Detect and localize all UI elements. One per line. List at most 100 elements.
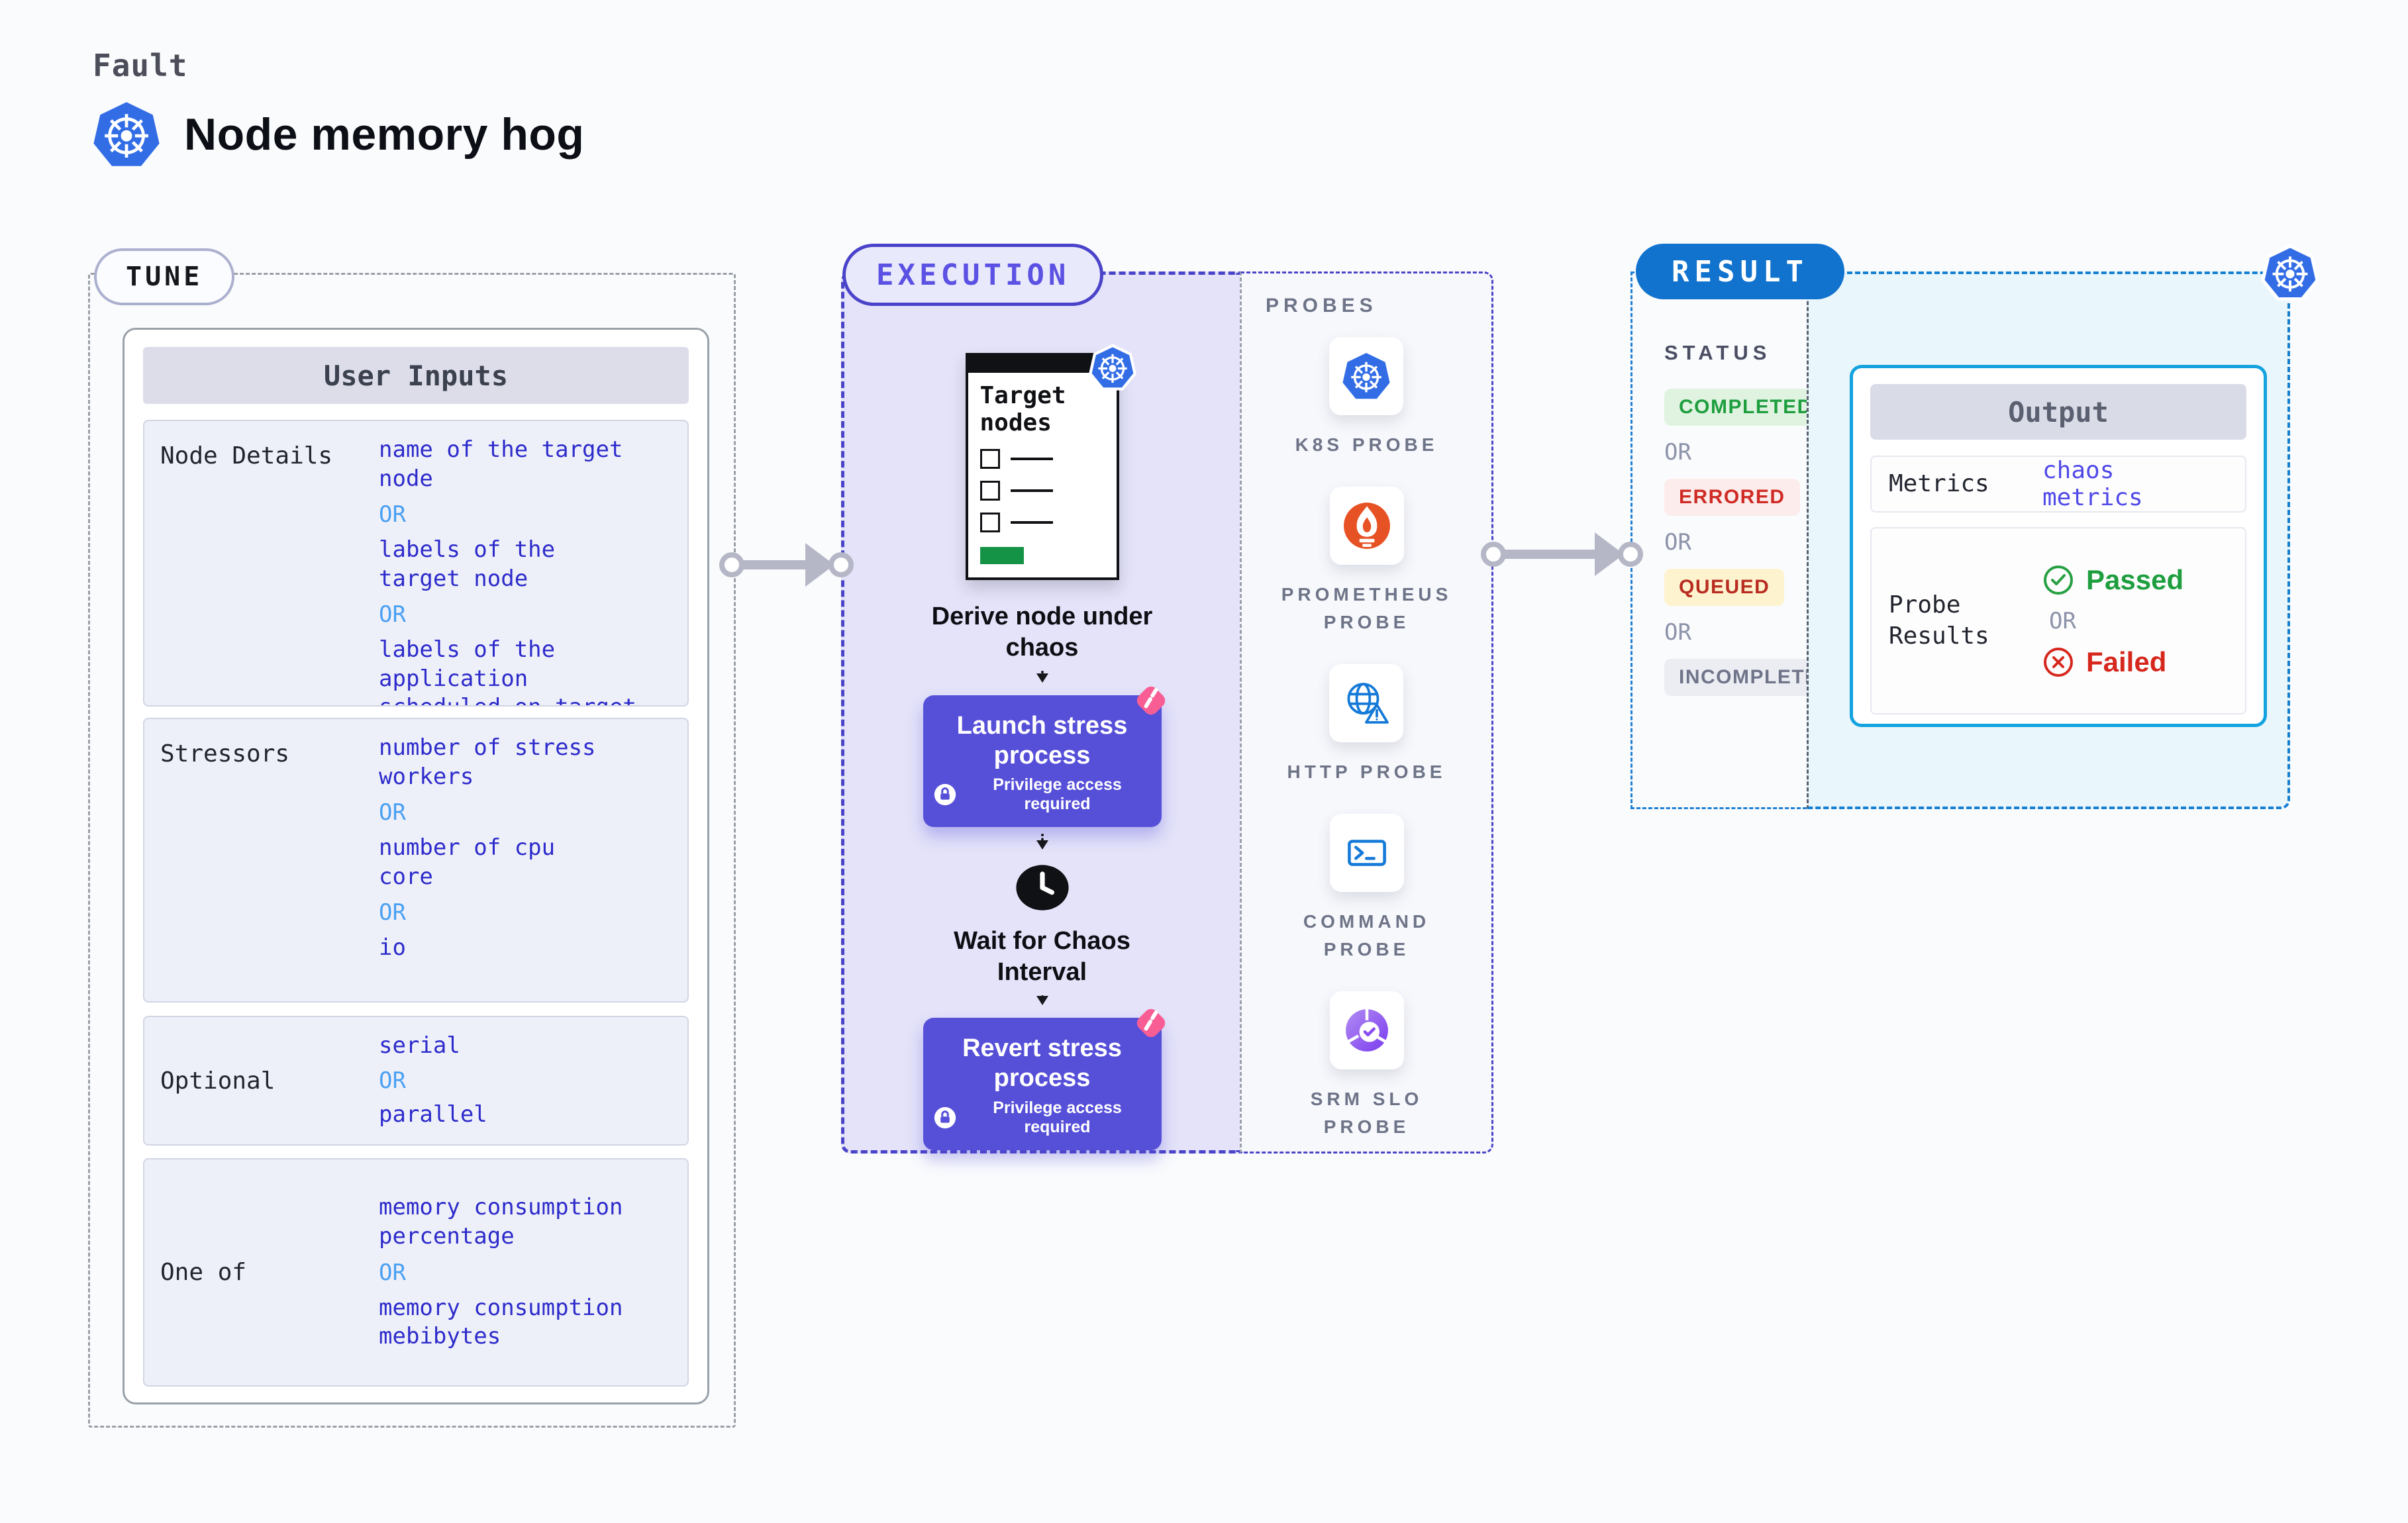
user-inputs-header: User Inputs [143,347,689,404]
user-inputs-panel: User Inputs Node Details name of the tar… [123,328,709,1404]
lock-icon [934,1106,956,1129]
chaos-badge-icon [1130,679,1172,722]
or-separator: OR [1664,529,1691,556]
tune-badge: TUNE [94,248,235,305]
failed-label: Failed [2086,646,2167,677]
connector-dot [1618,542,1643,567]
probe-name: PROMETHEUS PROBE [1281,584,1452,632]
checkbox-row [979,512,1105,532]
input-value: memory consumption mebibytes [379,1294,623,1350]
or-separator: OR [1664,619,1691,646]
input-row-values: name of the target node OR labels of the… [379,436,672,705]
probes-panel: PROBES K8S PROBE PROMETHEUS PROBE HTTP P… [1240,271,1493,1154]
input-row-label: Node Details [160,442,333,469]
button-title: Revert stress process [962,1034,1122,1093]
kubernetes-icon [1329,337,1404,415]
passed-label: Passed [2086,564,2184,595]
or-separator: OR [379,501,406,528]
globe-warning-icon [1329,664,1404,742]
derive-node-caption: Derive node under chaos [931,602,1153,662]
probe-item: SRM SLO PROBE [1280,991,1454,1141]
or-separator: OR [379,899,406,926]
checkbox-row [979,448,1105,469]
result-section: RESULT STATUS COMPLETED OR ERRORED OR QU… [1630,244,2319,809]
input-value: parallel [379,1101,487,1128]
x-circle-icon [2044,647,2073,677]
input-row-label: Stressors [160,740,290,767]
revert-stress-button: Revert stress process Privilege access r… [923,1009,1165,1150]
fault-kicker: Fault [93,48,188,83]
checkbox-icon [979,448,1000,469]
probe-item: K8S PROBE [1295,337,1438,459]
button-subtitle-row: Privilege access required [934,775,1151,814]
result-output-area: Output Metrics chaos metrics Probe Resul… [1807,271,2290,809]
input-row-stressors: Stressors number of stress workers OR nu… [143,718,689,1003]
target-nodes-title: Target nodes [979,382,1066,437]
card-body: Target nodes [968,373,1117,577]
launch-stress-button: Launch stress process Privilege access r… [923,686,1165,828]
input-value: labels of the application scheduled on t… [379,636,636,705]
execution-section: EXECUTION Target nodes Derive node under… [841,244,1493,1154]
status-column: STATUS COMPLETED OR ERRORED OR QUEUED OR… [1630,271,1849,809]
slo-gauge-icon [1329,991,1404,1069]
flow-arrow-down [1036,670,1048,683]
metrics-value: chaos metrics [2042,457,2143,511]
target-nodes-card: Target nodes [965,344,1136,580]
progress-bar [979,546,1024,564]
failed-line: Failed [2042,646,2183,678]
probe-name: SRM SLO PROBE [1310,1089,1423,1137]
privilege-note: Privilege access required [993,775,1122,814]
prometheus-icon [1329,487,1404,565]
input-row-values: serial OR parallel [379,1032,672,1129]
probe-results-values: Passed OR Failed [2042,559,2183,683]
input-row-node-details: Node Details name of the target node OR … [143,420,689,707]
output-header: Output [1870,384,2246,440]
passed-line: Passed [2042,564,2183,596]
metrics-label: Metrics [1889,469,1989,497]
status-badge-completed: COMPLETED [1664,389,1827,426]
input-value: memory consumption percentage [379,1194,623,1250]
wait-interval-caption: Wait for Chaos Interval [954,926,1130,987]
flow-arrow-down [1036,995,1048,1005]
or-separator: OR [379,1259,406,1286]
privilege-note: Privilege access required [993,1099,1122,1136]
input-value: name of the target node [379,436,623,492]
output-box: Output Metrics chaos metrics Probe Resul… [1850,365,2267,727]
input-value: number of stress workers [379,734,596,790]
page-title: Node memory hog [184,109,585,160]
probe-name: COMMAND PROBE [1303,911,1430,959]
page-header: Node memory hog [91,99,584,170]
status-heading: STATUS [1664,341,1772,364]
flow-arrow-down [1036,834,1048,850]
metrics-row: Metrics chaos metrics [1870,456,2246,513]
or-separator: OR [1664,439,1691,466]
status-badge-errored: ERRORED [1664,479,1800,516]
input-row-values: memory consumption percentage OR memory … [379,1193,672,1351]
arrow-shaft [740,560,812,569]
input-value: labels of the target node [379,536,556,592]
checkbox-icon [979,512,1000,532]
arrow-shaft [1501,550,1601,559]
or-separator: OR [379,1067,406,1094]
line-placeholder [1010,520,1053,524]
probe-results-label: Probe Results [1889,591,1989,650]
or-separator: OR [379,799,406,826]
checkbox-icon [979,480,1000,501]
tune-section: TUNE User Inputs Node Details name of th… [88,248,736,1428]
status-badge-queued: QUEUED [1664,569,1785,606]
line-placeholder [1010,457,1053,460]
checkbox-row [979,480,1105,501]
probe-name: K8S PROBE [1295,434,1438,455]
probe-item: PROMETHEUS PROBE [1280,487,1454,636]
input-value: number of cpu core [379,834,556,890]
execution-badge: EXECUTION [842,244,1104,306]
kubernetes-icon [91,99,162,170]
connector-dot [828,552,854,577]
input-row-one-of: One of memory consumption percentage OR … [143,1158,689,1387]
input-row-label: Optional [160,1067,276,1095]
input-row-label: One of [160,1259,247,1286]
kubernetes-icon [2261,244,2319,302]
result-badge: RESULT [1636,244,1844,299]
chaos-badge-icon [1130,1002,1172,1044]
